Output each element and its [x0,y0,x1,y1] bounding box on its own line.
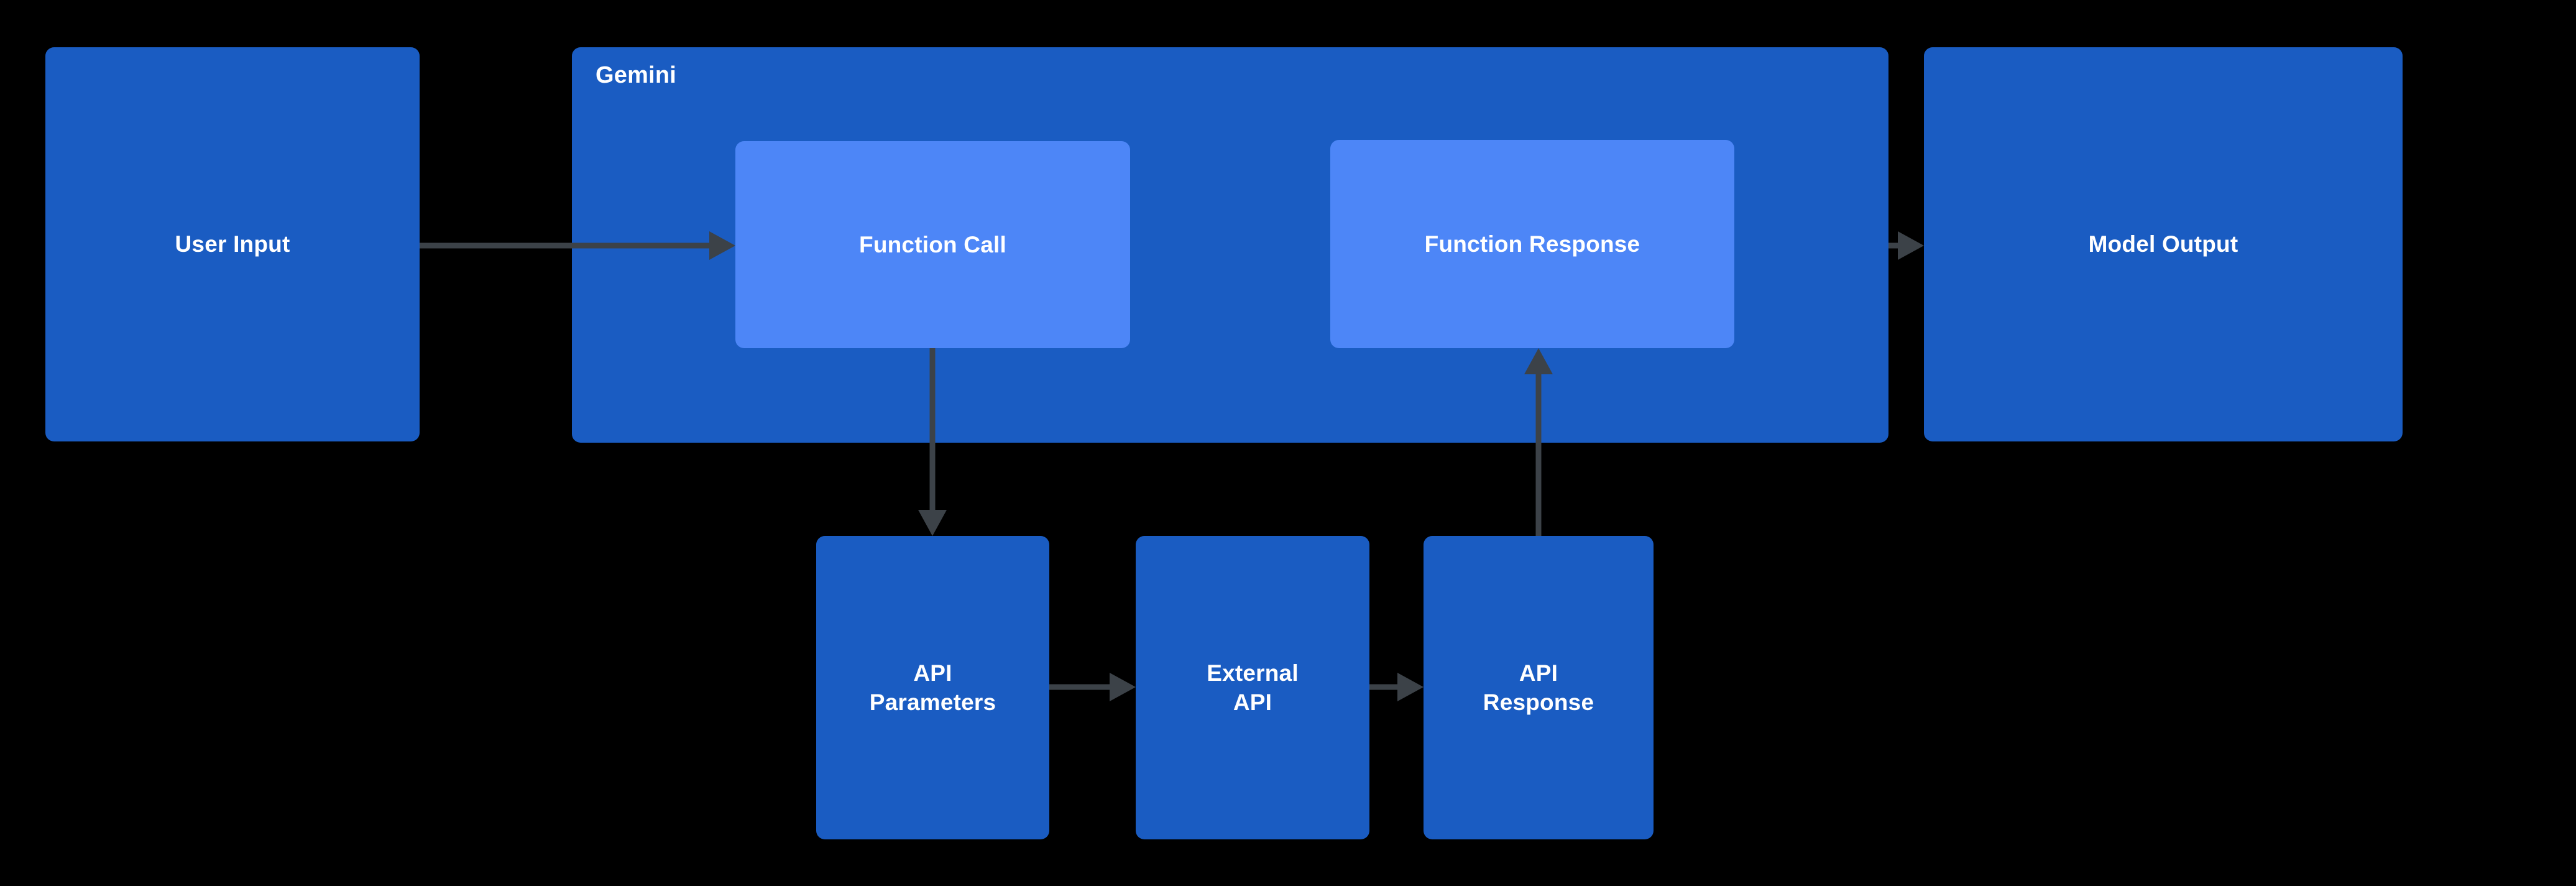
edge-shaft [929,348,936,512]
gemini-group-label: Gemini [596,62,677,88]
arrowhead-right-icon [1397,673,1424,701]
edge-user-input-to-function-call [420,231,735,260]
edge-shaft [1369,684,1399,690]
node-user-input-label: User Input [175,231,290,257]
edge-function-call-to-api-parameters [918,348,947,536]
node-model-output[interactable]: Model Output [1924,47,2403,441]
node-function-call-label: Function Call [859,231,1006,257]
node-model-output-label: Model Output [2088,231,2238,257]
node-user-input[interactable]: User Input [45,47,420,441]
edge-function-response-to-model-output [1888,231,1924,260]
node-api-parameters[interactable]: API Parameters [816,536,1049,839]
edge-api-response-to-function-response [1524,348,1553,536]
arrowhead-right-icon [1898,231,1924,260]
node-external-api-label-line1: External [1207,660,1299,686]
node-api-parameters-label-line2: Parameters [869,690,996,715]
arrowhead-up-icon [1524,348,1553,374]
arrowhead-right-icon [1110,673,1136,701]
node-function-response[interactable]: Function Response [1330,140,1734,348]
arrowhead-down-icon [918,510,947,536]
node-api-response-label-line2: Response [1483,690,1594,715]
node-api-response[interactable]: API Response [1424,536,1654,839]
node-external-api[interactable]: External API [1136,536,1369,839]
edge-external-api-to-api-response [1369,673,1424,701]
edge-api-parameters-to-external-api [1049,673,1136,701]
node-api-response-label-line1: API [1519,660,1558,686]
edge-shaft [1535,372,1542,536]
edge-shaft [1049,684,1111,690]
node-external-api-label-line2: API [1233,690,1272,715]
node-function-call[interactable]: Function Call [735,141,1130,348]
node-function-response-label: Function Response [1424,231,1640,257]
arrowhead-right-icon [709,231,735,260]
node-api-parameters-label-line1: API [913,660,952,686]
edge-shaft [420,242,711,249]
edge-shaft [1888,242,1901,249]
